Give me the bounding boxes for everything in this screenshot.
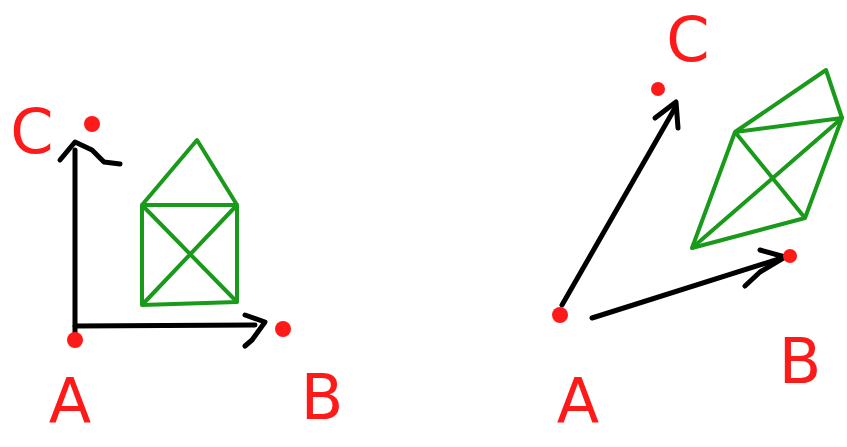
point-label: B	[779, 331, 822, 393]
point-dot	[67, 332, 83, 348]
axis-arrow	[592, 258, 782, 318]
point-dot	[275, 321, 291, 337]
house-roof	[735, 70, 842, 132]
arrow-head	[60, 142, 120, 164]
arrow-head	[745, 250, 785, 286]
axis-arrow	[75, 325, 255, 326]
arrow-head	[245, 315, 265, 346]
point-dot	[84, 116, 100, 132]
axis-arrow	[73, 150, 78, 335]
point-label: C	[10, 101, 53, 163]
point-label: B	[301, 367, 344, 429]
axis-arrow	[562, 108, 675, 305]
point-dot	[651, 82, 665, 96]
point-label: A	[557, 371, 599, 433]
house-body	[142, 205, 237, 305]
house-body	[692, 118, 842, 248]
point-dot	[783, 249, 797, 263]
point-dot	[552, 307, 568, 323]
point-label: C	[666, 9, 709, 71]
arrow-head	[655, 102, 678, 128]
point-label: A	[49, 371, 91, 433]
house-cross	[692, 118, 842, 248]
house-cross	[142, 205, 237, 305]
house-roof	[142, 140, 237, 205]
